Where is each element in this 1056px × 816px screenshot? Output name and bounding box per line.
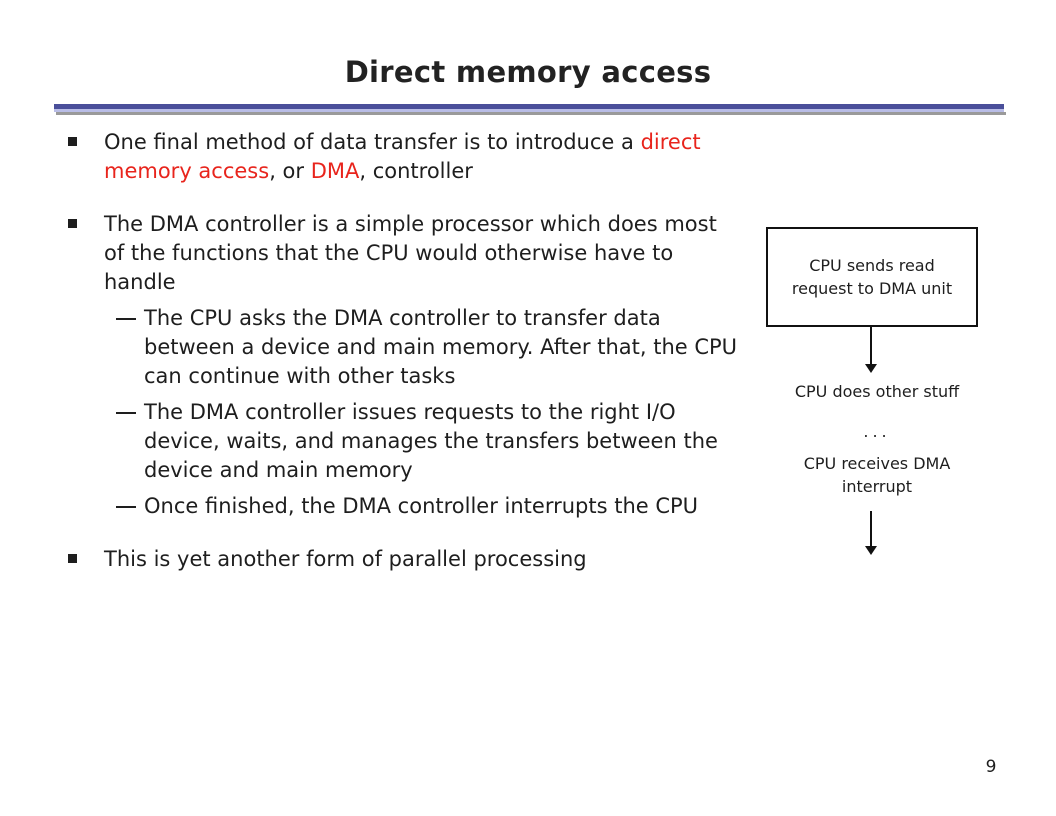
bullet-parallel: This is yet another form of parallel pro… (68, 545, 738, 574)
highlight-dma: DMA (310, 159, 360, 183)
sub-bullet-text: Once finished, the DMA controller interr… (144, 494, 699, 518)
highlight-direct-memory-access: direct memory access (104, 130, 701, 183)
down-arrow-icon (865, 511, 877, 555)
page-number: 9 (985, 757, 997, 777)
bullet-dma-controller: The DMA controller is a simple processor… (68, 210, 738, 297)
cpu-request-box: CPU sends read request to DMA unit (766, 227, 978, 327)
bullet-text: The DMA controller is a simple processor… (104, 212, 717, 294)
cpu-receives-interrupt-text: CPU receives DMA interrupt (803, 454, 951, 496)
square-bullet-icon (68, 219, 77, 228)
sub-bullet-text: The DMA controller issues requests to th… (144, 400, 718, 482)
dash-bullet-icon (116, 318, 136, 320)
slide-body: One final method of data transfer is to … (68, 128, 738, 574)
dash-bullet-icon (116, 506, 136, 508)
bullet-text: This is yet another form of parallel pro… (104, 547, 587, 571)
bullet-text: One final method of data transfer is to … (104, 130, 641, 154)
bullet-text: , or (269, 159, 311, 183)
cpu-other-stuff-text: CPU does other stuff (794, 382, 960, 401)
slide-title: Direct memory access (344, 55, 712, 89)
bullet-text: , controller (359, 159, 473, 183)
bullet-dma-intro: One final method of data transfer is to … (68, 128, 738, 186)
down-arrow-icon (865, 327, 877, 373)
ellipsis-text: ... (863, 422, 891, 441)
dash-bullet-icon (116, 412, 136, 414)
square-bullet-icon (68, 137, 77, 146)
square-bullet-icon (68, 554, 77, 563)
sub-bullet-cpu-asks: The CPU asks the DMA controller to trans… (68, 304, 738, 391)
sub-bullet-text: The CPU asks the DMA controller to trans… (144, 306, 738, 388)
underline-dark-band (54, 104, 1004, 109)
sub-bullet-controller-issues: The DMA controller issues requests to th… (68, 398, 738, 485)
underline-shadow (56, 112, 1006, 115)
sub-bullet-once-finished: Once finished, the DMA controller interr… (68, 492, 738, 521)
cpu-request-text: CPU sends read request to DMA unit (791, 256, 953, 298)
title-underline (54, 104, 1006, 116)
underline-light-band (54, 109, 1004, 112)
